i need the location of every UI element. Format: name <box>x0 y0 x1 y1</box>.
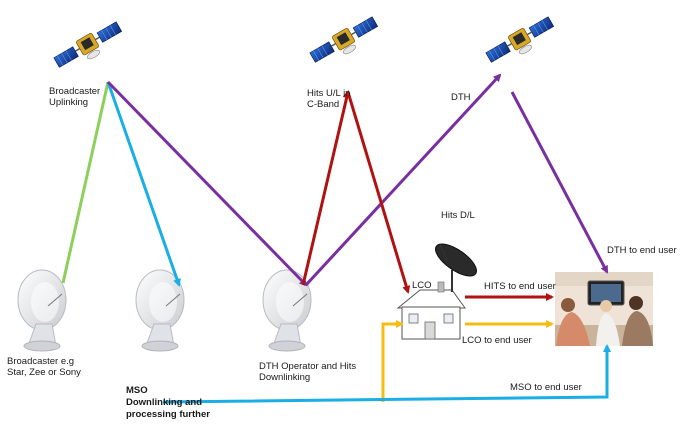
purple-dth-uplink-arrow <box>304 73 502 287</box>
satellite-dish-icon-broadcaster <box>17 269 67 352</box>
purple-uplink-arrow <box>106 80 308 287</box>
yellow-mso-to-lco-arrow <box>381 320 404 402</box>
satellite-icon-hits <box>307 13 383 71</box>
mso-to-end-user-label: MSO to end user <box>510 382 582 393</box>
red-hits-downlink-arrow <box>346 91 411 294</box>
satellite-dish-icon-lco <box>435 243 477 292</box>
hits-dl-label: Hits D/L <box>441 210 475 221</box>
purple-dth-to-user-arrow <box>510 91 609 274</box>
blue-downlink-arrow <box>106 81 181 287</box>
blue-mso-to-user-arrow <box>162 344 611 404</box>
hits-to-end-user-label: HITS to end user <box>484 281 556 292</box>
satellite-icon-dth <box>483 13 559 71</box>
lco-label: LCO <box>412 280 432 291</box>
dth-to-end-user-label: DTH to end user <box>607 245 677 256</box>
house-icon <box>396 281 466 340</box>
red-hits-uplink-arrow <box>301 90 351 286</box>
lco-to-end-user-label: LCO to end user <box>462 335 532 346</box>
tv-family-photo <box>555 272 653 346</box>
satellite-icon-broadcaster <box>51 18 127 76</box>
green-uplink-line <box>61 81 110 284</box>
dth-label: DTH <box>451 92 471 103</box>
